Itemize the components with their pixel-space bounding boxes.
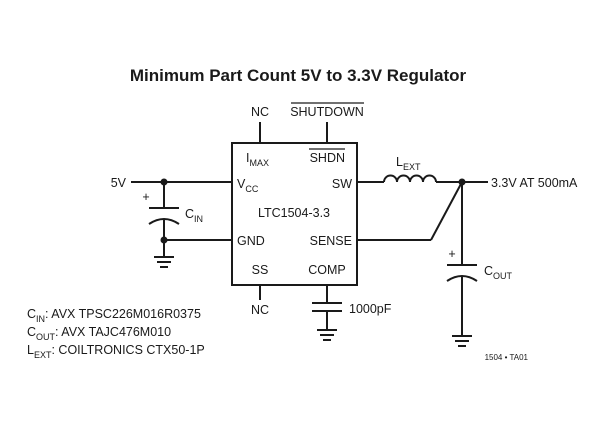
cout-ref: C (484, 264, 493, 278)
nc-top-label: NC (251, 105, 269, 119)
ic-body (231, 142, 358, 286)
cin-label: CIN (185, 207, 203, 224)
bom-cout: COUT: AVX TAJC476M010 (27, 325, 171, 342)
sw-label: SW (332, 177, 352, 191)
vcc-label: VCC (237, 177, 259, 194)
bom-cin-value: : AVX TPSC226M016R0375 (45, 307, 201, 321)
bom-lext-sub: EXT (34, 350, 52, 360)
bom-cin: CIN: AVX TPSC226M016R0375 (27, 307, 201, 324)
sense-wire-diag (430, 181, 463, 241)
bom-cin-ref: C (27, 307, 36, 321)
shdn-label: SHDN (310, 151, 345, 165)
gnd-junction (160, 236, 168, 244)
figure-id: 1504 • TA01 (485, 353, 529, 362)
cout-plus: + (448, 247, 455, 261)
cin-ref: C (185, 207, 194, 221)
bom-lext-value: : COILTRONICS CTX50-1P (51, 343, 204, 357)
bom-cin-sub: IN (36, 314, 45, 324)
cout-ref-sub: OUT (493, 271, 513, 281)
cout-ground-symbol (452, 335, 472, 347)
lext-ref-sub: EXT (403, 162, 421, 172)
bom-cout-value: : AVX TAJC476M010 (55, 325, 171, 339)
imax-sub: MAX (249, 158, 269, 168)
cin-ground-symbol (154, 256, 174, 268)
diagram-title: Minimum Part Count 5V to 3.3V Regulator (130, 66, 467, 85)
cin-plus: + (142, 190, 149, 204)
nc-bottom-label: NC (251, 303, 269, 317)
lext-ref: L (396, 155, 403, 169)
gnd-label: GND (237, 234, 265, 248)
imax-label: IMAX (246, 151, 269, 168)
cout-label: COUT (484, 264, 513, 281)
bom-lext: LEXT: COILTRONICS CTX50-1P (27, 343, 205, 360)
comp-label: COMP (308, 263, 346, 277)
lext-label: LEXT (396, 155, 421, 172)
ss-label: SS (252, 263, 269, 277)
bom-cout-sub: OUT (36, 332, 56, 342)
vcc-main: V (237, 177, 246, 191)
vout-label: 3.3V AT 500mA (491, 176, 578, 190)
bom-lext-ref: L (27, 343, 34, 357)
inductor-coil (383, 174, 437, 183)
vin-label: 5V (111, 176, 127, 190)
part-number: LTC1504-3.3 (258, 206, 330, 220)
comp-ground-symbol (317, 329, 337, 341)
cin-ref-sub: IN (194, 214, 203, 224)
shutdown-label: SHUTDOWN (290, 105, 364, 119)
imax-main: I (246, 151, 249, 165)
vcc-sub: CC (245, 184, 258, 194)
bom-cout-ref: C (27, 325, 36, 339)
sense-label: SENSE (310, 234, 352, 248)
comp-cap-value: 1000pF (349, 302, 392, 316)
